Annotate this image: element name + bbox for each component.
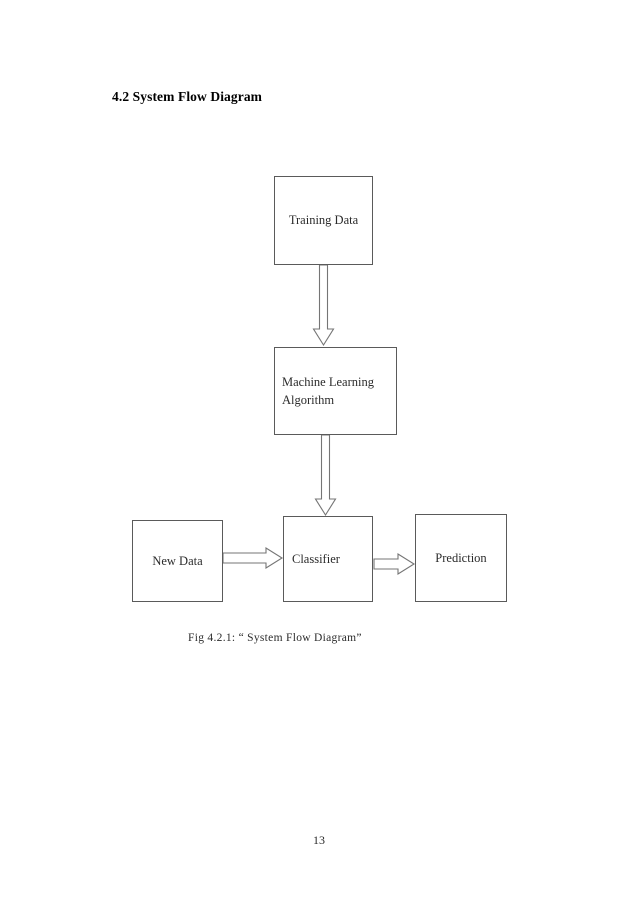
figure-caption: Fig 4.2.1: “ System Flow Diagram” [188,632,362,644]
node-machine-learning-algorithm[interactable]: Machine Learning Algorithm [274,347,397,435]
arrow-newdata-to-classifier [222,547,284,569]
page-title: 4.2 System Flow Diagram [112,89,263,104]
node-training-data[interactable]: Training Data [274,176,373,265]
node-classifier-label: Classifier [292,551,340,566]
arrow-algorithm-to-classifier [314,434,337,517]
node-machine-learning-algorithm-label: Machine Learning Algorithm [282,374,374,407]
node-training-data-label: Training Data [288,213,359,228]
node-classifier[interactable]: Classifier [283,516,373,602]
page-number: 13 [313,833,325,847]
arrow-classifier-to-prediction [373,553,416,575]
node-prediction-label: Prediction [435,550,487,565]
node-prediction[interactable]: Prediction [415,514,507,602]
node-new-data[interactable]: New Data [132,520,223,602]
arrow-training-to-algorithm [312,264,335,347]
node-new-data-label: New Data [152,553,203,568]
